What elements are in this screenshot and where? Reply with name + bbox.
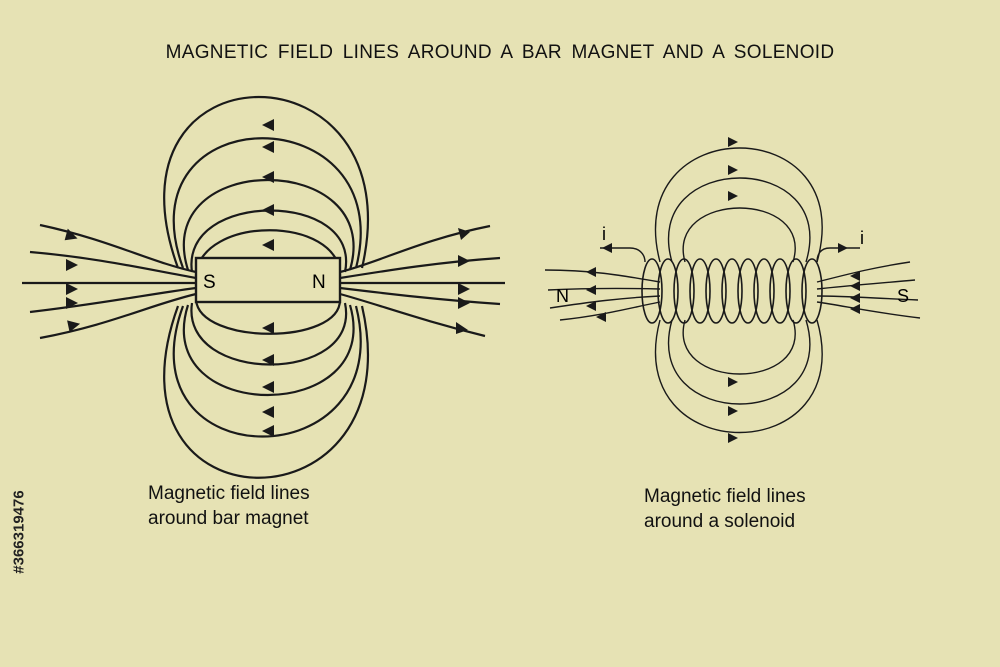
solenoid-right-lines — [816, 261, 921, 319]
solenoid-coil — [641, 258, 823, 324]
stock-image-id-text: #366319476 — [10, 490, 28, 574]
stock-image-id: #366319476 — [4, 432, 34, 632]
solenoid-left-lines — [544, 267, 661, 322]
solenoid-caption-line1: Magnetic field lines — [644, 486, 806, 507]
solenoid-caption: Magnetic field lines around a solenoid — [644, 484, 806, 534]
bar-caption-line2: around bar magnet — [148, 508, 309, 529]
bar-upper-loops — [163, 96, 369, 277]
solenoid-pole-n: N — [556, 286, 569, 306]
bar-magnet-diagram: S N — [22, 96, 505, 479]
bar-magnet-caption: Magnetic field lines around bar magnet — [148, 481, 310, 531]
solenoid-caption-line2: around a solenoid — [644, 511, 796, 532]
bar-lower-loops — [163, 299, 369, 479]
current-label-left: i — [602, 224, 606, 244]
diagram-title: MAGNETIC FIELD LINES AROUND A BAR MAGNET… — [165, 42, 835, 63]
solenoid-lower-loops — [654, 319, 823, 443]
bar-magnet-body — [194, 256, 342, 304]
current-label-right: i — [860, 228, 864, 248]
bar-pole-n: N — [312, 272, 326, 293]
solenoid-upper-loops — [654, 137, 823, 263]
bar-left-lines — [22, 223, 197, 340]
solenoid-pole-s: S — [897, 286, 909, 306]
bar-pole-s: S — [203, 272, 216, 293]
bar-caption-line1: Magnetic field lines — [148, 483, 310, 504]
bar-right-lines — [339, 224, 505, 338]
solenoid-diagram: i i N S — [544, 137, 921, 443]
current-leads — [600, 243, 860, 263]
